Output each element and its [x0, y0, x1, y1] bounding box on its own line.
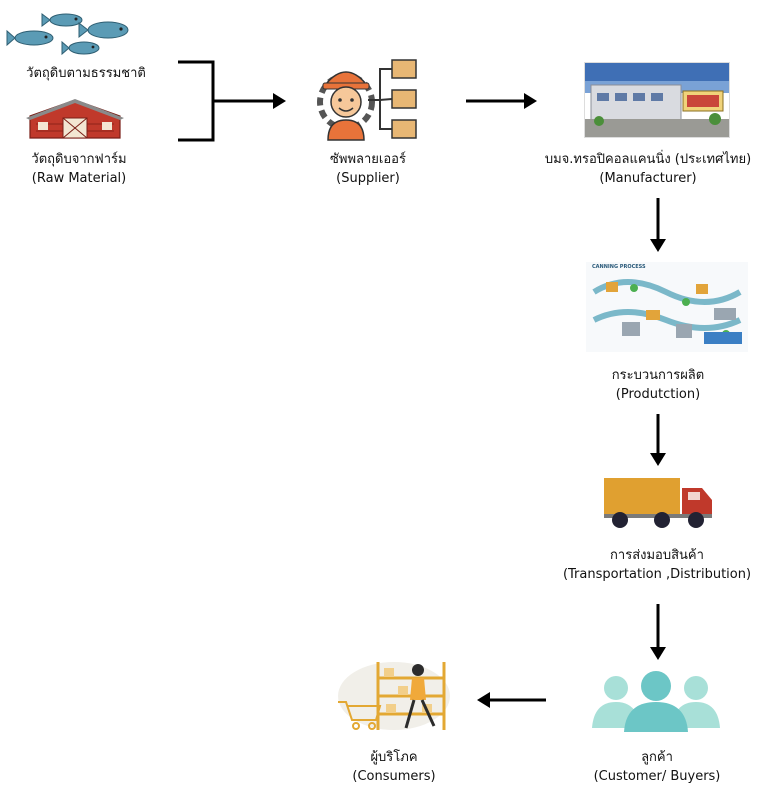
supplier-title: ซัพพลายเออร์ — [330, 152, 406, 167]
production-label: กระบวนการผลิต (Produtction) — [580, 366, 736, 404]
production-title: กระบวนการผลิต — [611, 368, 705, 383]
canning-process-caption: CANNING PROCESS — [592, 264, 646, 270]
factory-photo — [584, 62, 730, 138]
manufacturer-subtitle: (Manufacturer) — [599, 171, 697, 186]
supplier-worker-icon — [317, 58, 422, 141]
consumer-label: ผู้บริโภค (Consumers) — [336, 748, 452, 786]
truck-icon — [604, 478, 714, 528]
natural-raw-label: วัตถุดิบตามธรรมชาติ — [26, 66, 146, 81]
distribution-title: การส่งมอบสินค้า — [610, 548, 704, 563]
fish-group-icon — [6, 8, 148, 60]
customer-title: ลูกค้า — [641, 750, 673, 765]
supplier-subtitle: (Supplier) — [336, 171, 400, 186]
manufacturer-title: บมจ.ทรอปิคอลแคนนิ่ง (ประเทศไทย) — [544, 152, 752, 167]
consumer-subtitle: (Consumers) — [352, 769, 436, 784]
distribution-label: การส่งมอบสินค้า (Transportation ,Distrib… — [536, 546, 778, 584]
farm-raw-label: วัตถุดิบจากฟาร์ม (Raw Material) — [0, 150, 158, 188]
distribution-subtitle: (Transportation ,Distribution) — [562, 567, 752, 582]
farm-raw-title: วัตถุดิบจากฟาร์ม — [31, 152, 127, 167]
supplier-label: ซัพพลายเออร์ (Supplier) — [300, 150, 436, 188]
production-subtitle: (Produtction) — [615, 387, 701, 402]
canning-process-illustration: CANNING PROCESS — [586, 262, 748, 352]
customer-label: ลูกค้า (Customer/ Buyers) — [574, 748, 740, 786]
barn-icon — [26, 98, 124, 140]
consumer-title: ผู้บริโภค — [370, 750, 418, 765]
people-group-icon — [590, 668, 722, 732]
customer-subtitle: (Customer/ Buyers) — [593, 769, 721, 784]
shopper-illustration — [336, 656, 452, 732]
manufacturer-label: บมจ.ทรอปิคอลแคนนิ่ง (ประเทศไทย) (Manufac… — [518, 150, 778, 188]
farm-raw-subtitle: (Raw Material) — [31, 171, 127, 186]
